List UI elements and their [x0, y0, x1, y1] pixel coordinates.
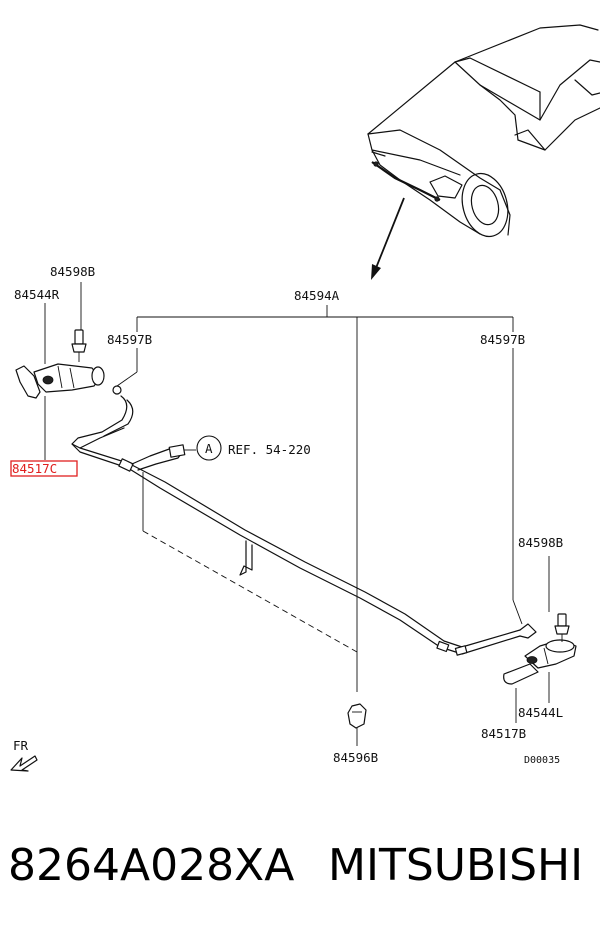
car-illustration	[367, 24, 600, 238]
part-number: 8264A028XA	[8, 840, 295, 891]
nozzle-left	[15, 329, 122, 399]
label-84596b: 84596B	[333, 750, 378, 765]
label-84598b-right: 84598B	[518, 535, 563, 550]
washer-hose	[71, 395, 537, 656]
label-ref: REF. 54-220	[228, 442, 311, 457]
brand-name: MITSUBISHI	[328, 840, 584, 891]
ref-letter: A	[205, 441, 213, 456]
leader-84596b	[142, 472, 358, 746]
label-fr: FR	[13, 738, 29, 753]
pointer-arrow	[371, 197, 405, 280]
front-arrow	[10, 755, 38, 772]
leaders-right	[515, 556, 550, 723]
nozzle-right	[503, 613, 577, 685]
ref-marker	[184, 435, 222, 461]
leader-84594a	[136, 305, 523, 625]
label-84544l: 84544L	[518, 705, 563, 720]
label-84517b: 84517B	[481, 726, 526, 741]
label-84594a: 84594A	[294, 288, 340, 303]
label-84544r: 84544R	[14, 287, 60, 302]
clip-84596b	[347, 703, 367, 729]
highlight-box	[10, 460, 78, 477]
leaders-left	[44, 282, 138, 460]
label-84598b-left: 84598B	[50, 264, 95, 279]
parts-diagram: 84598B 84544R 84517C 84597B 84594A 84597…	[10, 24, 600, 772]
drawing-code: D00035	[524, 755, 560, 766]
label-84517c: 84517C	[12, 461, 57, 476]
label-84597b-right: 84597B	[480, 332, 525, 347]
label-84597b-left: 84597B	[107, 332, 152, 347]
